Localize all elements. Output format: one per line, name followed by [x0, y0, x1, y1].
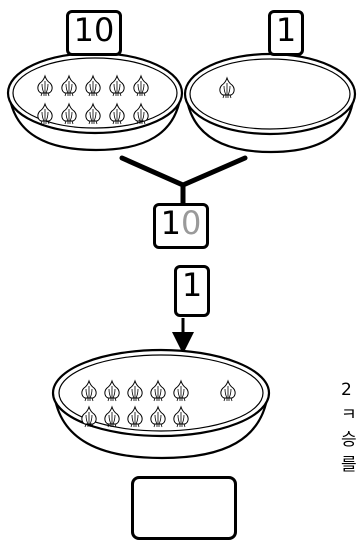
merge-connector: [119, 155, 248, 206]
merged-ones-digit: 0: [181, 204, 202, 242]
carry-label-text: 1: [181, 266, 203, 304]
side-text-line: ㅋ: [341, 405, 357, 425]
merged-tens-digit: 1: [160, 204, 181, 242]
carry-label: 1: [174, 265, 210, 317]
side-text-line: 2: [341, 380, 352, 400]
left-bowl-label: 10: [66, 10, 122, 56]
result-bowl: [51, 348, 271, 460]
right-bowl-label-text: 1: [275, 11, 297, 49]
right-bowl-label: 1: [268, 10, 304, 56]
merged-label: 10: [153, 203, 209, 249]
side-text: 2 ㅋ 승 를: [341, 378, 357, 478]
answer-box[interactable]: [131, 476, 237, 540]
left-bowl: [6, 51, 184, 152]
side-text-line: 승: [341, 430, 357, 450]
down-arrow: [172, 318, 194, 354]
left-bowl-label-text: 10: [73, 11, 115, 49]
right-bowl: [183, 52, 357, 154]
side-text-line: 를: [341, 455, 357, 475]
